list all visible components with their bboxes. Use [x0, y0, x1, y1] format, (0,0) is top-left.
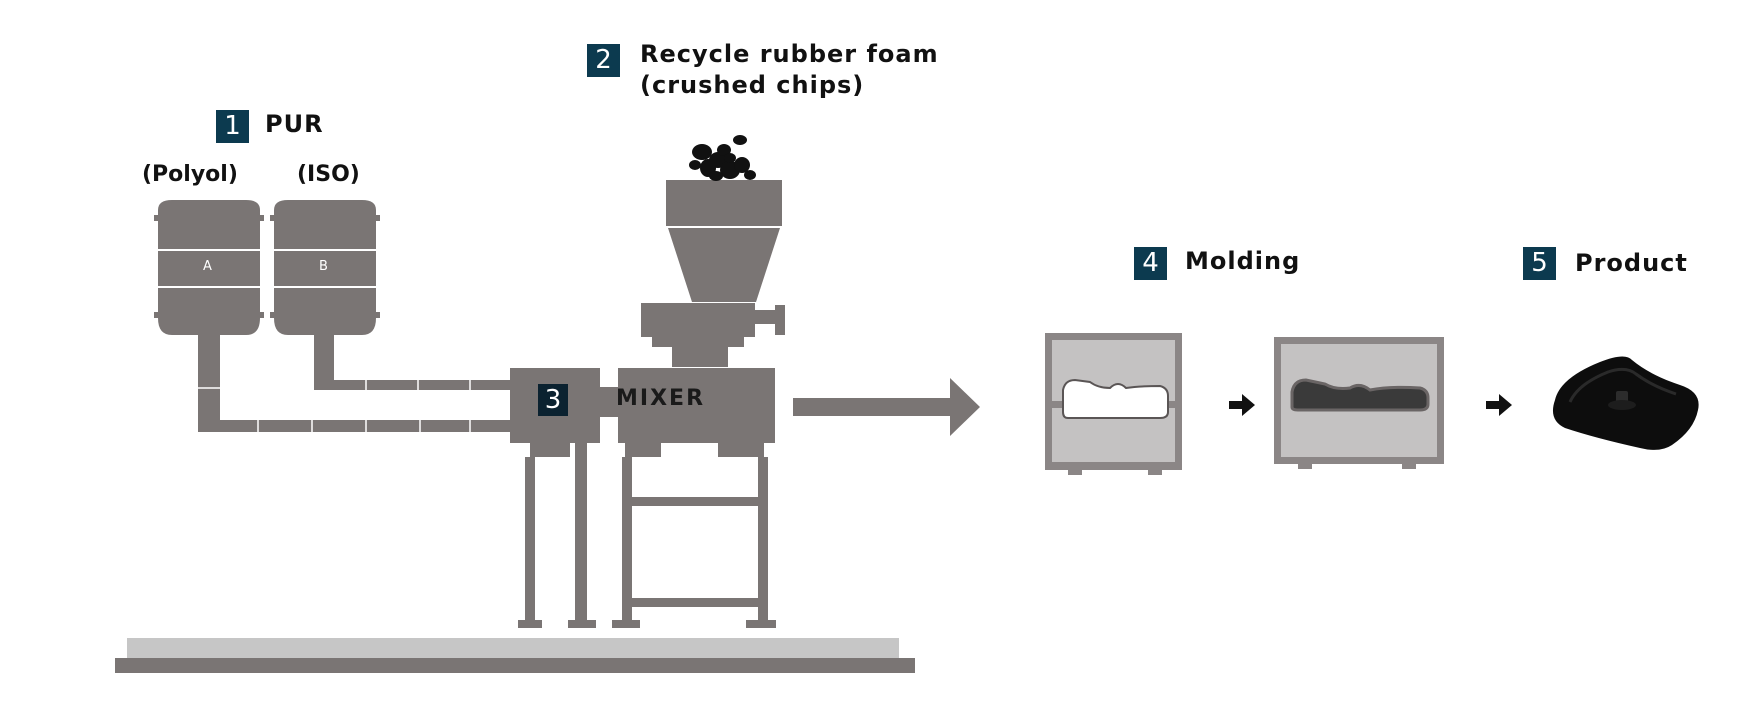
step-4-title: Molding [1185, 247, 1301, 275]
small-arrow-1 [1229, 394, 1255, 416]
polyol-label: (Polyol) [142, 162, 238, 187]
crushed-chips [689, 135, 756, 181]
mold-closed [1274, 337, 1444, 469]
process-arrow [793, 378, 980, 436]
step-3-badge: 3 [538, 384, 568, 416]
hopper [641, 180, 785, 367]
step-5-badge: 5 [1523, 247, 1556, 280]
step-5-title: Product [1575, 249, 1688, 277]
mold-open [1045, 333, 1182, 475]
tank-a-label: A [203, 259, 212, 274]
tank-b [270, 200, 380, 335]
step-1-badge: 1 [216, 110, 249, 143]
step-4-badge: 4 [1134, 247, 1167, 280]
step-2-badge: 2 [587, 44, 620, 77]
iso-label: (ISO) [297, 162, 360, 187]
small-arrow-2 [1486, 394, 1512, 416]
tank-b-label: B [319, 259, 328, 274]
tank-a [154, 200, 264, 335]
step-2-title: Recycle rubber foam [640, 40, 939, 68]
feed-pipes [198, 335, 510, 432]
floor [115, 638, 915, 673]
product-image [1552, 356, 1699, 450]
step-1-title: PUR [265, 110, 324, 138]
step-2-subtitle: (crushed chips) [640, 71, 865, 99]
mixer-label: MIXER [616, 386, 706, 411]
